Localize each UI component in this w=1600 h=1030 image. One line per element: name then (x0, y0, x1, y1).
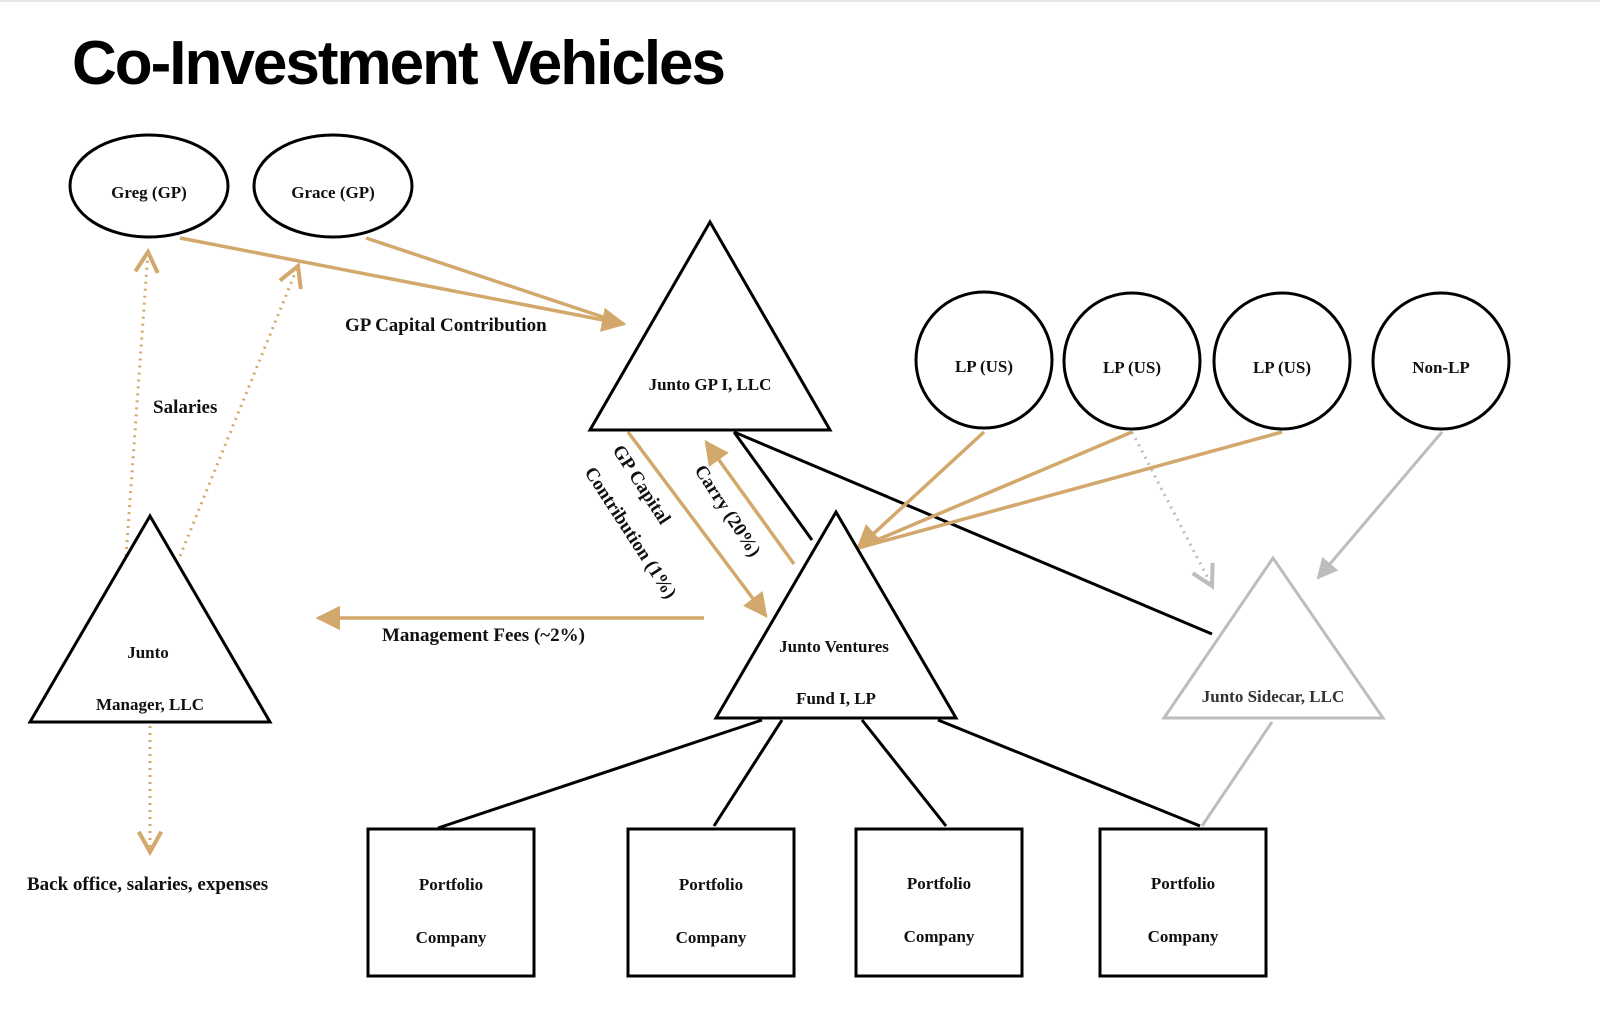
manager-label-line1: Junto (127, 643, 169, 662)
gp-capital-contribution-label: GP Capital Contribution (345, 315, 547, 336)
fund-node: Junto Ventures Fund I, LP (713, 509, 959, 720)
gp-entity-node: Junto GP I, LLC (587, 218, 833, 432)
lp-us-2-node: LP (US) (1062, 291, 1202, 431)
portfolio-company-1-line2: Company (416, 928, 487, 947)
lp1-to-fund-arrow (856, 430, 986, 550)
portfolio-company-3-line2: Company (904, 927, 975, 946)
non-lp-label: Non-LP (1412, 358, 1470, 377)
grace-node: Grace (GP) (252, 133, 414, 239)
lp-us-1-node: LP (US) (914, 290, 1054, 430)
grace-label: Grace (GP) (291, 183, 375, 202)
portfolio-company-1-line1: Portfolio (419, 875, 483, 894)
lp-us-2-label: LP (US) (1103, 358, 1161, 377)
fund-to-portfolio-3-line (860, 719, 948, 827)
carry-to-gp-arrow (704, 440, 796, 566)
portfolio-company-1: Portfolio Company (366, 827, 536, 978)
ownership-lines (437, 430, 1213, 830)
gp-entity-label: Junto GP I, LLC (649, 375, 772, 394)
fund-to-portfolio-4-line (937, 718, 1201, 828)
salary-to-greg-dotted-arrow (124, 247, 160, 557)
management-fees-label: Management Fees (~2%) (382, 625, 585, 646)
lp-us-3-label: LP (US) (1253, 358, 1311, 377)
grace-contribution-line (365, 236, 625, 326)
capital-flow-lines (124, 236, 1283, 857)
manager-node: Junto Manager, LLC (27, 513, 273, 724)
portfolio-company-2-line2: Company (676, 928, 747, 947)
lp-us-3-node: LP (US) (1212, 291, 1352, 431)
non-lp-node: Non-LP (1371, 291, 1511, 431)
top-border (0, 0, 1600, 2)
manager-label-line2: Manager, LLC (96, 695, 204, 714)
fund-label-line1: Junto Ventures (779, 637, 889, 656)
salary-to-grace-dotted-arrow (178, 262, 303, 557)
fund-to-portfolio-1-line (437, 718, 763, 830)
lp3-to-fund-line (857, 430, 1283, 550)
sidecar-lines (1130, 431, 1444, 827)
sidecar-to-portfolio-4-line (1200, 721, 1274, 827)
page-title: Co-Investment Vehicles (72, 29, 726, 98)
fund-label-line2: Fund I, LP (796, 689, 876, 708)
lp-us-1-label: LP (US) (955, 357, 1013, 376)
portfolio-company-3-line1: Portfolio (907, 874, 971, 893)
greg-contribution-arrow (179, 236, 627, 332)
portfolio-company-2-line1: Portfolio (679, 875, 743, 894)
portfolio-company-4-line1: Portfolio (1151, 874, 1215, 893)
greg-node: Greg (GP) (68, 133, 230, 239)
portfolio-company-3: Portfolio Company (854, 827, 1024, 978)
portfolio-company-4: Portfolio Company (1098, 827, 1268, 978)
sidecar-node: Junto Sidecar, LLC (1161, 555, 1386, 720)
gp-to-sidecar-line (733, 430, 1213, 636)
lp2-to-fund-line (857, 430, 1133, 550)
non-lp-to-sidecar-arrow (1316, 431, 1444, 580)
portfolio-company-4-line2: Company (1148, 927, 1219, 946)
gp-contribution-to-fund-arrow (626, 430, 768, 618)
carry-label: Carry (20%) (690, 461, 765, 560)
back-office-label: Back office, salaries, expenses (27, 874, 268, 895)
sidecar-label: Junto Sidecar, LLC (1202, 687, 1344, 706)
lp-to-sidecar-dotted-arrow (1130, 431, 1215, 590)
gp-to-fund-line (732, 431, 814, 541)
portfolio-company-2: Portfolio Company (626, 827, 796, 978)
fund-to-portfolio-2-line (712, 719, 784, 827)
greg-label: Greg (GP) (111, 183, 187, 202)
salaries-label: Salaries (153, 397, 217, 418)
